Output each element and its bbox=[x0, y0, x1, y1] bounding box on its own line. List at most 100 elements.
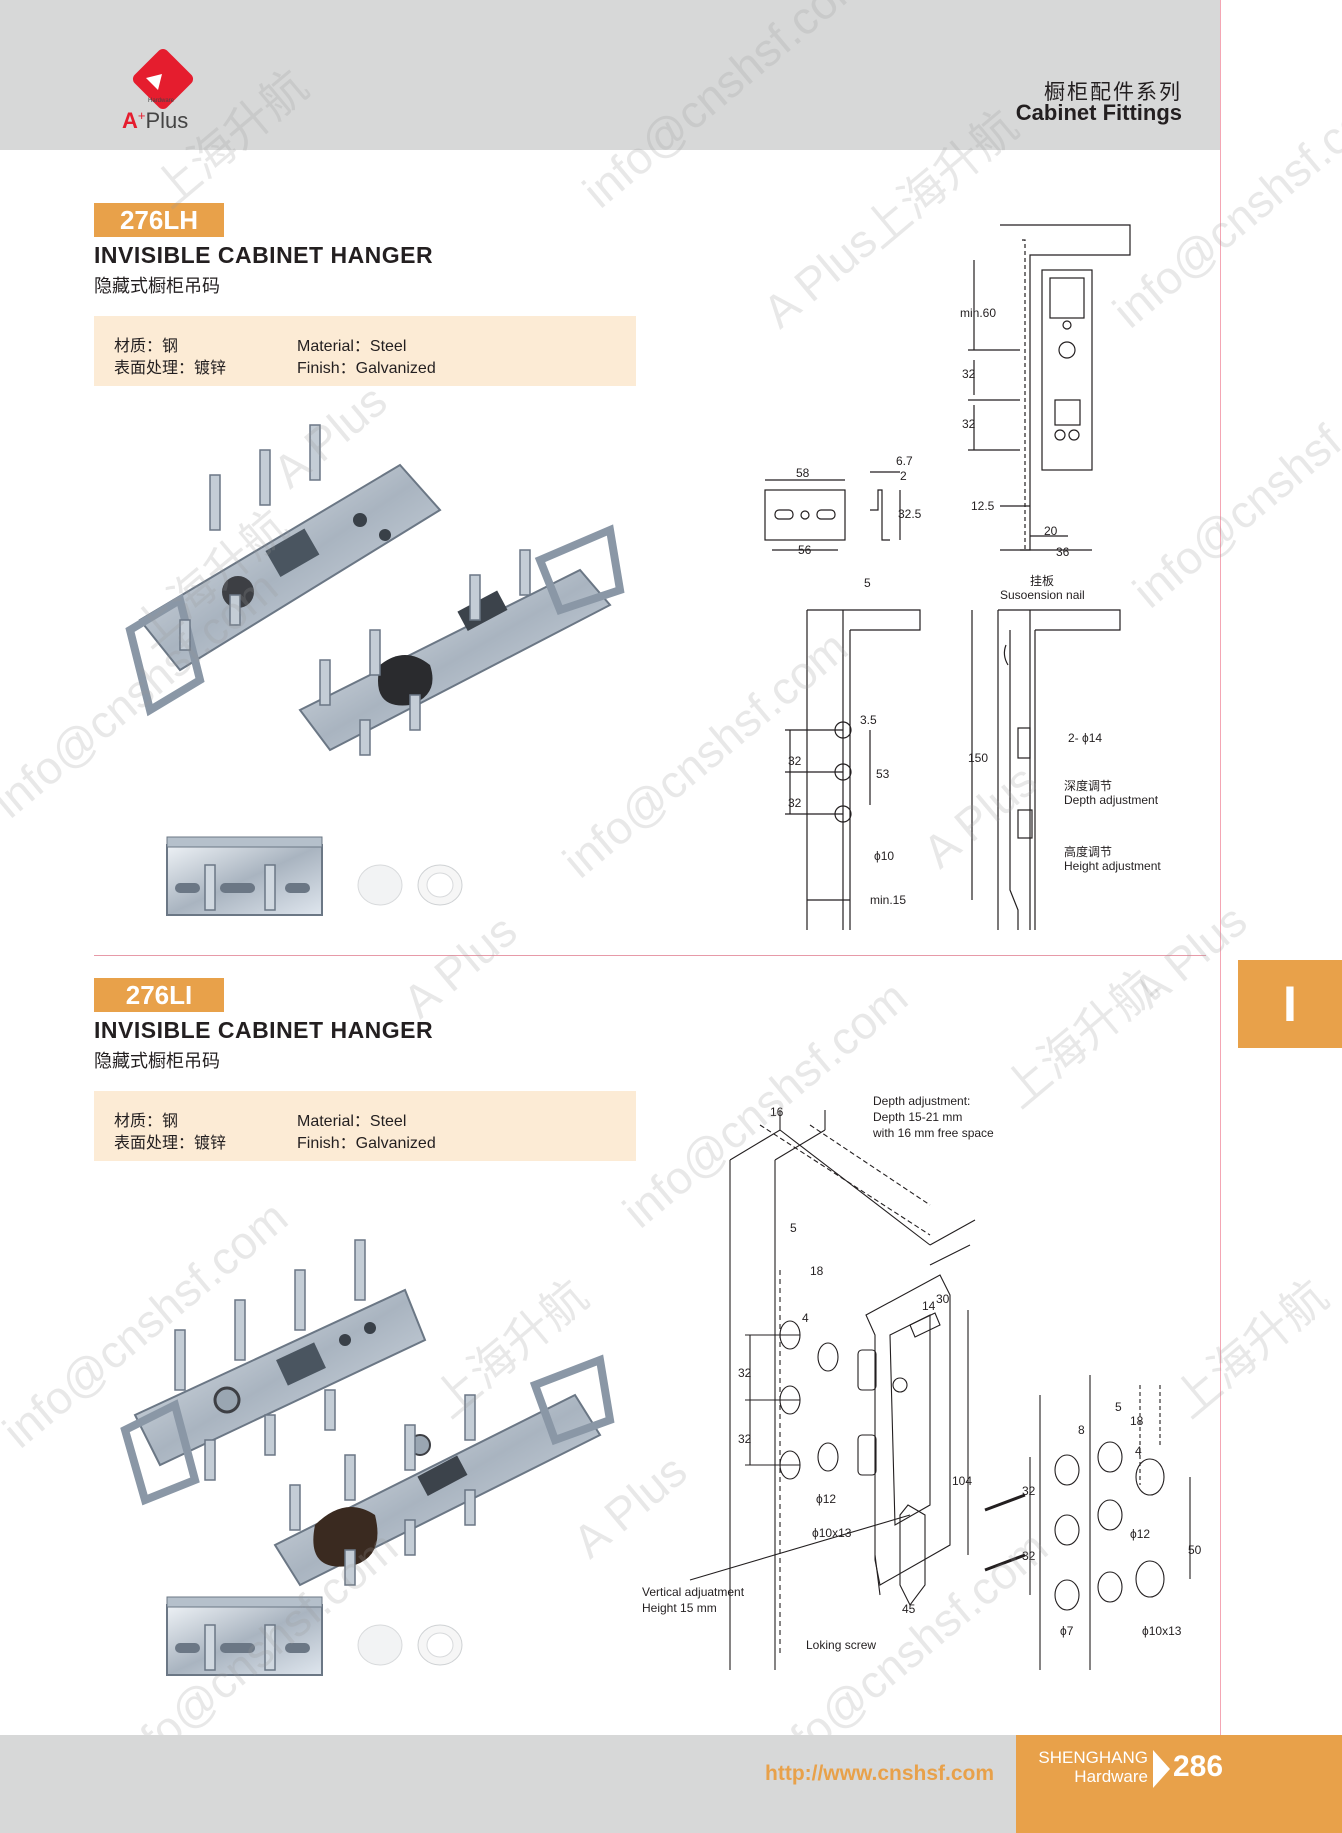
technical-drawing-276lh: min.60 32 32 12.5 20 36 58 56 6.7 2 32.5… bbox=[764, 224, 1161, 930]
spec-finish-en: Finish：Galvanized bbox=[297, 360, 436, 377]
dim-104: 104 bbox=[952, 1474, 972, 1488]
dim-20: 20 bbox=[1044, 524, 1058, 538]
label-vertical-adjustment: Vertical adjuatment bbox=[642, 1585, 745, 1599]
dim-phi10: ϕ10 bbox=[874, 849, 894, 863]
spec-material-en: Material：Steel bbox=[297, 1113, 407, 1130]
cover-caps-photo bbox=[357, 1624, 463, 1666]
hanger-right-part bbox=[273, 1354, 615, 1587]
product-photo bbox=[125, 424, 625, 756]
spec-material-cn: 材质：钢 bbox=[114, 1113, 179, 1130]
dim-r5: 5 bbox=[1115, 1400, 1122, 1414]
product-title: INVISIBLE CABINET HANGER bbox=[94, 242, 434, 268]
brand-word: Plus bbox=[145, 108, 189, 133]
brand-letter: A bbox=[122, 108, 138, 133]
dim-2-phi14: 2- ϕ14 bbox=[1068, 731, 1102, 745]
spec-box: 材质：钢 表面处理：镀锌 Material：Steel Finish：Galva… bbox=[94, 1091, 636, 1161]
header-band bbox=[0, 0, 1220, 150]
product-code-tag: 276LH bbox=[94, 203, 224, 237]
dim-phi12: ϕ12 bbox=[816, 1492, 836, 1506]
dim-5: 5 bbox=[864, 576, 871, 590]
section-tab[interactable]: I bbox=[1238, 960, 1342, 1048]
technical-drawing-276li: 16 Depth adjustment: Depth 15-21 mm with… bbox=[642, 1094, 1202, 1670]
label-height-cn: 高度调节 bbox=[1064, 844, 1112, 859]
brand-small: Hardware bbox=[148, 98, 175, 104]
hanger-right-part bbox=[298, 524, 625, 756]
product-code-tag: 276LI bbox=[94, 978, 224, 1012]
spec-finish-cn: 表面处理：镀锌 bbox=[114, 1135, 227, 1152]
footer-website-link[interactable]: http://www.cnshsf.com bbox=[765, 1762, 995, 1785]
dim-32-5: 32.5 bbox=[898, 507, 922, 521]
spec-finish-cn: 表面处理：镀锌 bbox=[114, 360, 227, 377]
dim-r18: 18 bbox=[1130, 1414, 1144, 1428]
dim-16: 16 bbox=[770, 1105, 784, 1119]
dim-r4: 4 bbox=[1135, 1444, 1142, 1458]
hanger-left-part bbox=[120, 1239, 427, 1506]
dim-53: 53 bbox=[876, 767, 890, 781]
label-depth-adjustment: Depth adjustment: bbox=[873, 1094, 970, 1108]
dim-min60: min.60 bbox=[960, 306, 996, 320]
spec-finish-en: Finish：Galvanized bbox=[297, 1135, 436, 1152]
dim-6-7: 6.7 bbox=[896, 454, 913, 468]
dim-r32b: 32 bbox=[1022, 1549, 1036, 1563]
dim-rphi10x13: ϕ10x13 bbox=[1142, 1624, 1182, 1638]
dim-32b: 32 bbox=[962, 417, 976, 431]
hanger-plate-photo bbox=[166, 1596, 323, 1676]
dim-32b: 32 bbox=[738, 1432, 752, 1446]
dim-32a: 32 bbox=[738, 1366, 752, 1380]
footer-brand-line2: Hardware bbox=[1074, 1767, 1148, 1786]
dim-min15: min.15 bbox=[870, 893, 906, 907]
category-title-cn: 橱柜配件系列 bbox=[1044, 81, 1182, 104]
dim-phi10x13: ϕ10x13 bbox=[812, 1526, 852, 1540]
page-edge-rule bbox=[1220, 0, 1221, 1735]
dim-14: 14 bbox=[922, 1299, 936, 1313]
section-divider bbox=[94, 955, 1206, 956]
watermark-brand: A Plus bbox=[393, 904, 526, 1028]
dim-56: 56 bbox=[798, 543, 812, 557]
footer-brand-line1: SHENGHANG bbox=[1038, 1748, 1148, 1767]
product-subtitle-cn: 隐藏式橱柜吊码 bbox=[94, 276, 220, 296]
spec-material-cn: 材质：钢 bbox=[114, 338, 179, 355]
label-height-en: Height adjustment bbox=[1064, 859, 1161, 873]
dim-58: 58 bbox=[796, 466, 810, 480]
footer-brand: SHENGHANG Hardware bbox=[1030, 1748, 1148, 1786]
cover-caps-photo bbox=[357, 864, 463, 906]
brand-plus: + bbox=[137, 108, 146, 123]
hanger-left-part bbox=[125, 424, 442, 717]
product-title: INVISIBLE CABINET HANGER bbox=[94, 1017, 434, 1043]
spec-material-en: Material：Steel bbox=[297, 338, 407, 355]
product-subtitle-cn: 隐藏式橱柜吊码 bbox=[94, 1051, 220, 1071]
dim-4: 4 bbox=[802, 1311, 809, 1325]
label-nail-cn: 挂板 bbox=[1030, 574, 1054, 588]
dim-r8: 8 bbox=[1078, 1423, 1085, 1437]
dim-18: 18 bbox=[810, 1264, 824, 1278]
dim-r50: 50 bbox=[1188, 1543, 1202, 1557]
category-title-en: Cabinet Fittings bbox=[1015, 100, 1182, 125]
label-depth-cn: 深度调节 bbox=[1064, 778, 1112, 793]
dim-rphi7: ϕ7 bbox=[1060, 1624, 1074, 1638]
dim-r32a: 32 bbox=[1022, 1484, 1036, 1498]
label-nail-en: Susoension nail bbox=[1000, 588, 1085, 602]
label-depth-range: Depth 15-21 mm bbox=[873, 1110, 962, 1124]
dim-32c: 32 bbox=[788, 754, 802, 768]
dim-32d: 32 bbox=[788, 796, 802, 810]
product-photo bbox=[120, 1239, 615, 1587]
dim-3-5: 3.5 bbox=[860, 713, 877, 727]
dim-5: 5 bbox=[790, 1221, 797, 1235]
page-arrow-icon bbox=[1153, 1750, 1170, 1788]
label-locking-screw: Loking screw bbox=[806, 1638, 876, 1652]
brand-logo-icon bbox=[132, 48, 194, 110]
label-height-range: Height 15 mm bbox=[642, 1601, 717, 1615]
label-free-space: with 16 mm free space bbox=[872, 1126, 994, 1140]
dim-45: 45 bbox=[902, 1602, 916, 1616]
page-number: 286 bbox=[1173, 1750, 1224, 1783]
label-depth-en: Depth adjustment bbox=[1064, 793, 1159, 807]
dim-rphi12: ϕ12 bbox=[1130, 1527, 1150, 1541]
dim-150: 150 bbox=[968, 751, 988, 765]
dim-36: 36 bbox=[1056, 545, 1070, 559]
dim-32a: 32 bbox=[962, 367, 976, 381]
spec-box: 材质：钢 表面处理：镀锌 Material：Steel Finish：Galva… bbox=[94, 316, 636, 386]
hanger-plate-photo bbox=[166, 836, 323, 916]
dim-2: 2 bbox=[900, 469, 907, 483]
footer-page-box bbox=[1016, 1735, 1342, 1833]
dim-30: 30 bbox=[936, 1292, 950, 1306]
